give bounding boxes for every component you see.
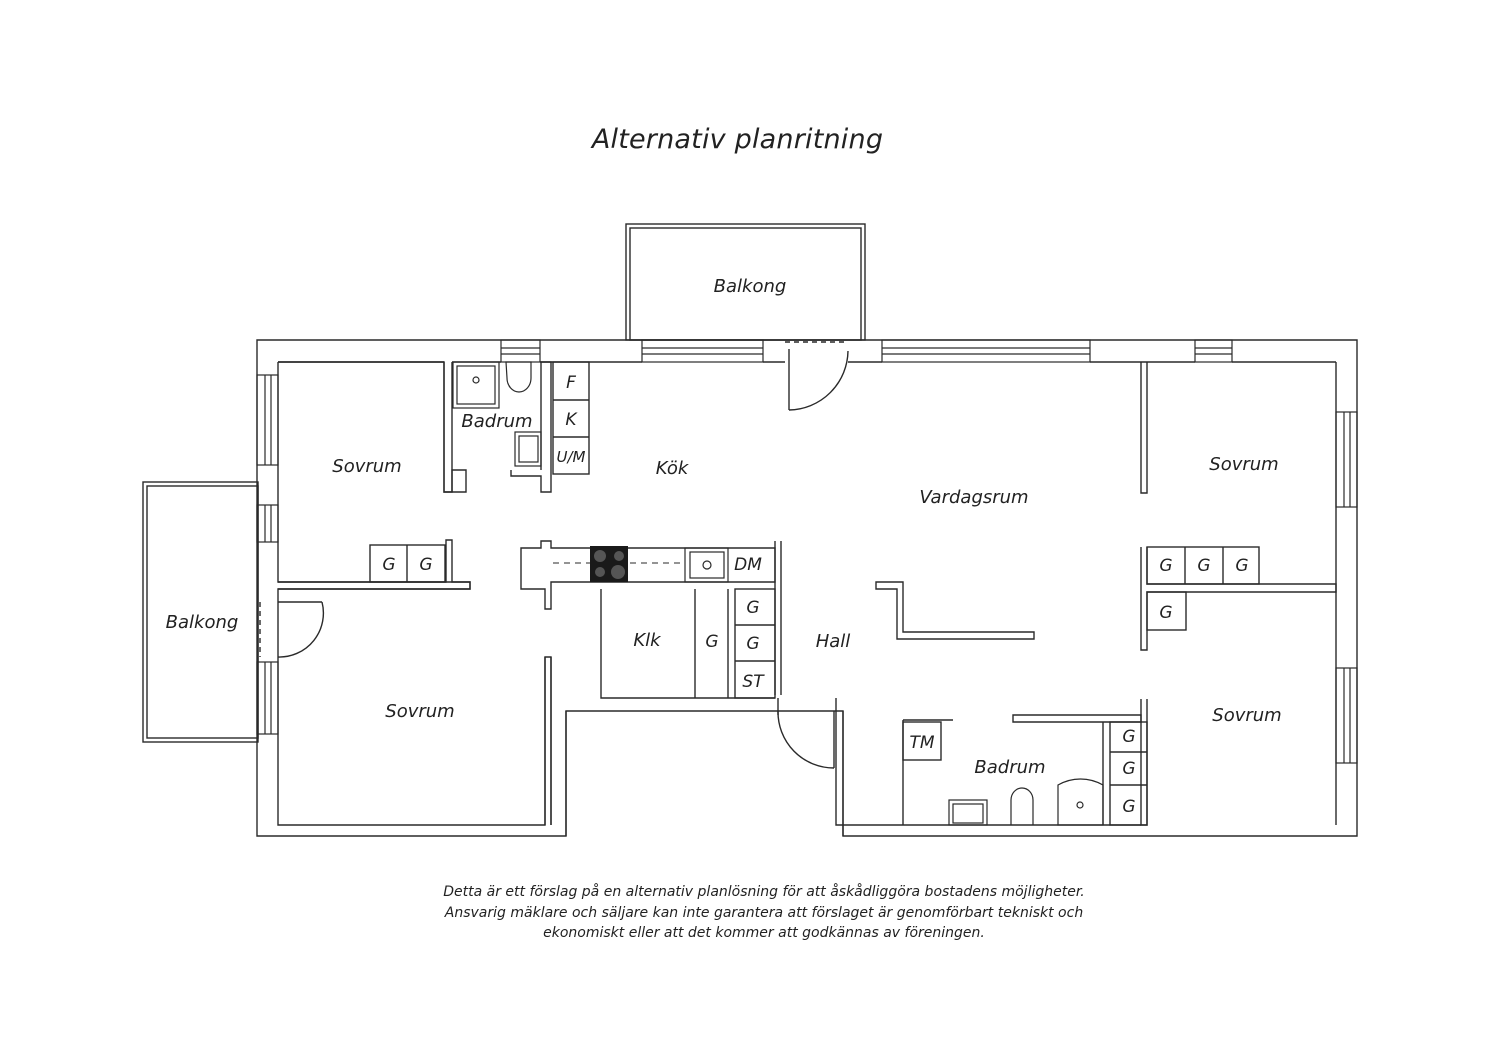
room-label-vardagsrum: Vardagsrum (919, 487, 1028, 508)
code-g-ne-1: G (1159, 556, 1172, 576)
room-label-klk: Klk (633, 630, 662, 651)
room-label-hall: Hall (816, 631, 851, 652)
code-g-se-2: G (1122, 759, 1135, 779)
plan-title: Alternativ planritning (591, 124, 884, 155)
balcony-left (142, 481, 259, 743)
code-g-se-1: G (1122, 727, 1135, 747)
room-label-sovrum-sw: Sovrum (385, 701, 454, 722)
doors (259, 341, 849, 769)
code-g-klk: G (705, 632, 718, 652)
code-g-nw-2: G (419, 555, 432, 575)
code-k: K (565, 410, 578, 430)
code-st: ST (742, 672, 765, 692)
room-label-sovrum-se: Sovrum (1212, 705, 1281, 726)
code-f: F (566, 373, 576, 393)
fixtures (452, 361, 1104, 826)
code-dm: DM (734, 555, 762, 575)
disclaimer: Detta är ett förslag på en alternativ pl… (364, 882, 1164, 944)
room-label-sovrum-ne: Sovrum (1209, 454, 1278, 475)
inner-walls (278, 361, 1337, 836)
room-label-balkong-top: Balkong (714, 276, 787, 297)
room-label-badrum-small: Badrum (461, 411, 532, 432)
room-label-sovrum-nw: Sovrum (332, 456, 401, 477)
disclaimer-line-1: Detta är ett förslag på en alternativ pl… (443, 884, 1085, 900)
cabinet-codes: F K U/M DM G G G G G ST TM G G G G G G G (382, 373, 1248, 817)
code-g-se-3: G (1122, 797, 1135, 817)
code-um: U/M (557, 448, 586, 466)
room-labels: Balkong Balkong Sovrum Badrum Kök Vardag… (166, 276, 1282, 778)
code-g-ne-3: G (1235, 556, 1248, 576)
code-g-nw-1: G (382, 555, 395, 575)
room-label-badrum-large: Badrum (974, 757, 1045, 778)
code-g-ne-2: G (1197, 556, 1210, 576)
disclaimer-line-3: ekonomiskt eller att det kommer att godk… (543, 925, 985, 941)
disclaimer-line-2: Ansvarig mäklare och säljare kan inte ga… (444, 904, 1084, 921)
code-tm: TM (909, 733, 934, 753)
code-g-hall-1: G (746, 598, 759, 618)
room-label-balkong-left: Balkong (166, 612, 239, 633)
code-g-hall-2: G (746, 634, 759, 654)
room-label-kok: Kök (656, 458, 690, 479)
windows (256, 339, 1358, 764)
code-g-ne-4: G (1159, 603, 1172, 623)
stove (590, 546, 628, 582)
